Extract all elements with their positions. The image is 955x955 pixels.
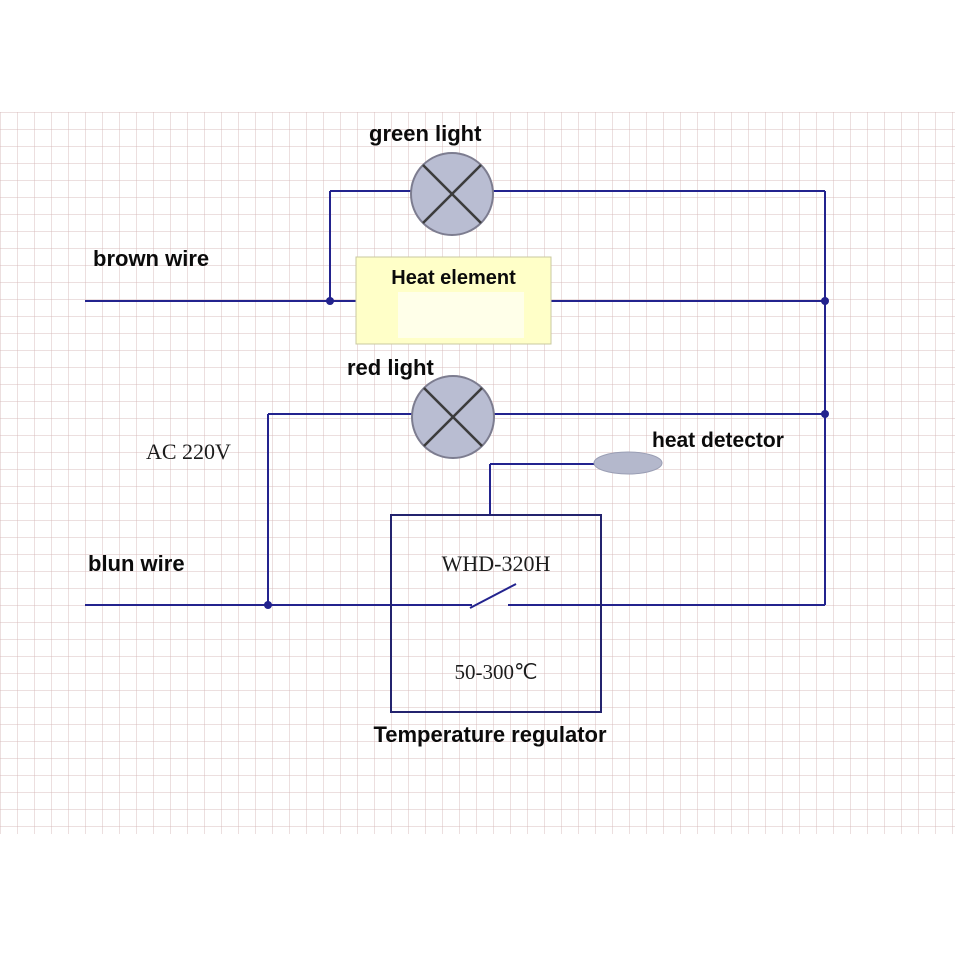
junction-dot-rail-mid xyxy=(821,410,829,418)
green-lamp-x-icon xyxy=(422,164,482,224)
red-lamp-icon xyxy=(411,375,495,459)
regulator-caption-label: Temperature regulator xyxy=(373,722,607,747)
junction-dot-rail-top xyxy=(821,297,829,305)
ac-voltage-label: AC 220V xyxy=(146,439,231,464)
junction-dot-blun xyxy=(264,601,272,609)
heat-element-highlight xyxy=(398,292,524,338)
green-light-label: green light xyxy=(369,121,482,146)
blun-wire-label: blun wire xyxy=(88,551,185,576)
heat-element-label: Heat element xyxy=(391,267,516,289)
temperature-regulator-box xyxy=(390,514,602,713)
regulator-range-label: 50-300℃ xyxy=(454,660,538,684)
heat-detector-label: heat detector xyxy=(652,429,784,452)
green-lamp-icon xyxy=(410,152,494,236)
junction-dot-brown xyxy=(326,297,334,305)
regulator-switch-blade xyxy=(469,583,517,609)
red-lamp-x-icon xyxy=(423,387,483,447)
red-light-label: red light xyxy=(347,355,434,380)
heat-detector-probe-icon xyxy=(593,451,663,475)
regulator-model-label: WHD-320H xyxy=(441,551,551,576)
brown-wire-label: brown wire xyxy=(93,246,210,271)
